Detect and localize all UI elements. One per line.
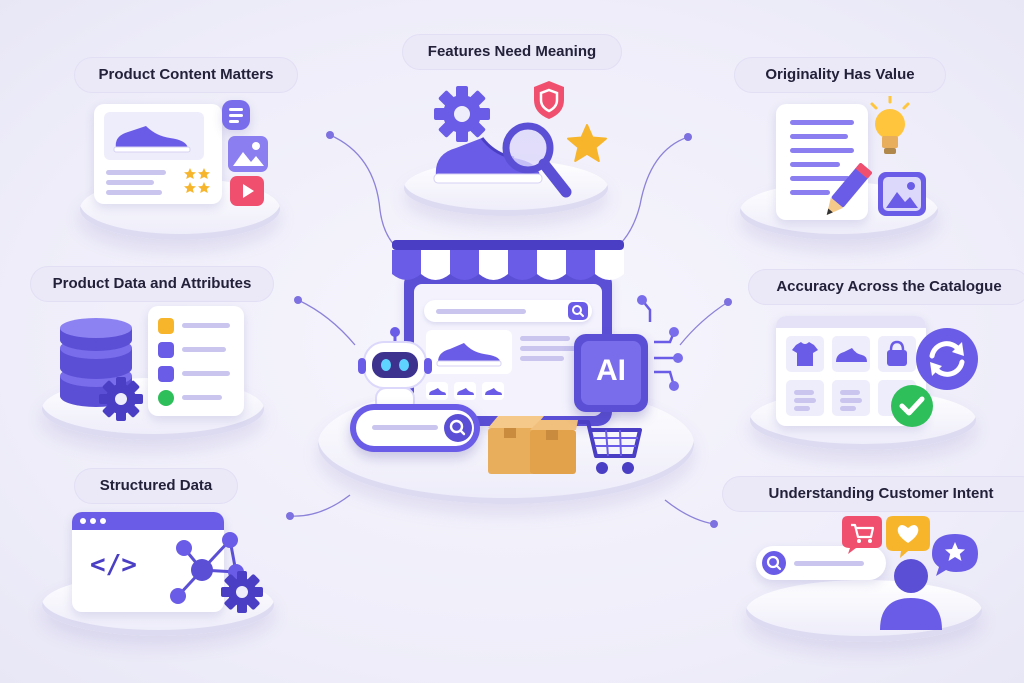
connector-dot <box>684 133 692 141</box>
sneaker-icon <box>436 343 502 367</box>
gear-icon <box>99 377 143 421</box>
document-page-card <box>776 104 868 220</box>
tshirt-icon <box>786 336 824 372</box>
attribute-tool-icon <box>158 342 174 358</box>
label-customer-intent: Understanding Customer Intent <box>722 476 1024 512</box>
gear-icon <box>221 571 263 613</box>
database-icon <box>60 318 132 407</box>
connector-dot <box>294 296 302 304</box>
heart-bubble-icon <box>886 516 930 558</box>
thumb <box>426 382 448 400</box>
label-originality: Originality Has Value <box>734 57 946 93</box>
catalogue-grid-card <box>776 316 926 426</box>
label-product-content: Product Content Matters <box>74 57 298 93</box>
connector-dot <box>710 520 718 528</box>
thumb <box>454 382 476 400</box>
connector-dot <box>286 512 294 520</box>
thumb <box>482 382 504 400</box>
text-line <box>106 170 166 175</box>
storefront-search-bar <box>424 300 592 322</box>
product-page-card <box>94 104 222 204</box>
code-icon: </> <box>90 550 137 580</box>
platform-customer-intent <box>746 580 982 642</box>
label-structured-data: Structured Data <box>74 468 238 504</box>
storefront-awning <box>392 240 624 280</box>
customer-avatar-icon <box>880 559 942 630</box>
connector-mid-left <box>297 299 356 346</box>
video-play-icon <box>230 176 264 206</box>
network-nodes-icon <box>170 532 244 604</box>
central-search-bar <box>350 404 480 452</box>
text-line <box>106 190 162 195</box>
document-icon <box>222 100 250 130</box>
ai-chip: AI <box>574 334 648 412</box>
sneaker-icon <box>832 336 870 372</box>
sneaker-icon <box>113 126 191 153</box>
shield-icon <box>534 81 564 119</box>
image-icon <box>228 136 268 172</box>
ai-chip-circuit-icon <box>637 295 683 391</box>
connector-dot <box>326 131 334 139</box>
robot-icon <box>358 327 432 413</box>
magnifier-icon <box>502 122 572 198</box>
attribute-star-icon <box>158 318 174 334</box>
attributes-list-card <box>148 306 244 416</box>
shipping-boxes-icon <box>488 416 578 474</box>
shopping-cart-icon <box>578 420 642 474</box>
ai-chip-label: AI <box>596 354 626 387</box>
connector-dot <box>724 298 732 306</box>
star-icon <box>567 124 607 162</box>
connector-mid-right <box>679 301 729 346</box>
check-icon <box>891 385 933 427</box>
connector-bottom-right <box>664 499 715 525</box>
search-icon <box>444 414 472 442</box>
label-product-data: Product Data and Attributes <box>30 266 274 302</box>
rating-stars-icon <box>184 168 210 193</box>
cart-bubble-icon <box>842 516 882 554</box>
connector-bottom-left <box>289 494 351 517</box>
search-icon <box>568 302 588 320</box>
search-icon <box>762 551 786 575</box>
sync-icon <box>916 328 978 390</box>
bag-icon <box>878 336 916 372</box>
lightbulb-icon <box>870 96 910 154</box>
star-bubble-icon <box>932 534 978 576</box>
text-line <box>106 180 154 185</box>
pencil-icon <box>826 163 872 215</box>
window-title-bar <box>72 512 224 530</box>
attribute-check-icon <box>158 390 174 406</box>
screen-content <box>414 284 602 416</box>
image-icon <box>878 172 926 216</box>
label-accuracy: Accuracy Across the Catalogue <box>748 269 1024 305</box>
label-features-meaning: Features Need Meaning <box>402 34 622 70</box>
gear-icon <box>434 86 490 142</box>
search-bar <box>756 546 886 580</box>
attribute-cube-icon <box>158 366 174 382</box>
